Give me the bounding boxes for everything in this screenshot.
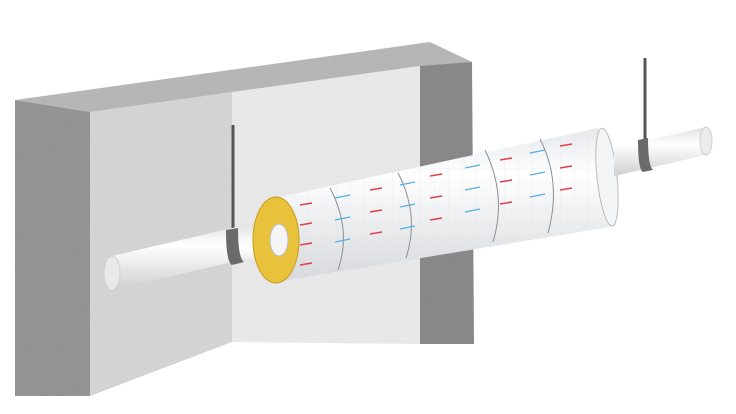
wall-left-slab (15, 100, 90, 396)
wall-left-face (90, 92, 232, 396)
wrap-print-red (299, 143, 573, 266)
insulation-sleeve (252, 127, 619, 284)
wrap-print-blue (334, 149, 546, 243)
wall-top-face (15, 42, 472, 112)
pipe-right (614, 126, 713, 176)
pipe-left (103, 222, 258, 291)
